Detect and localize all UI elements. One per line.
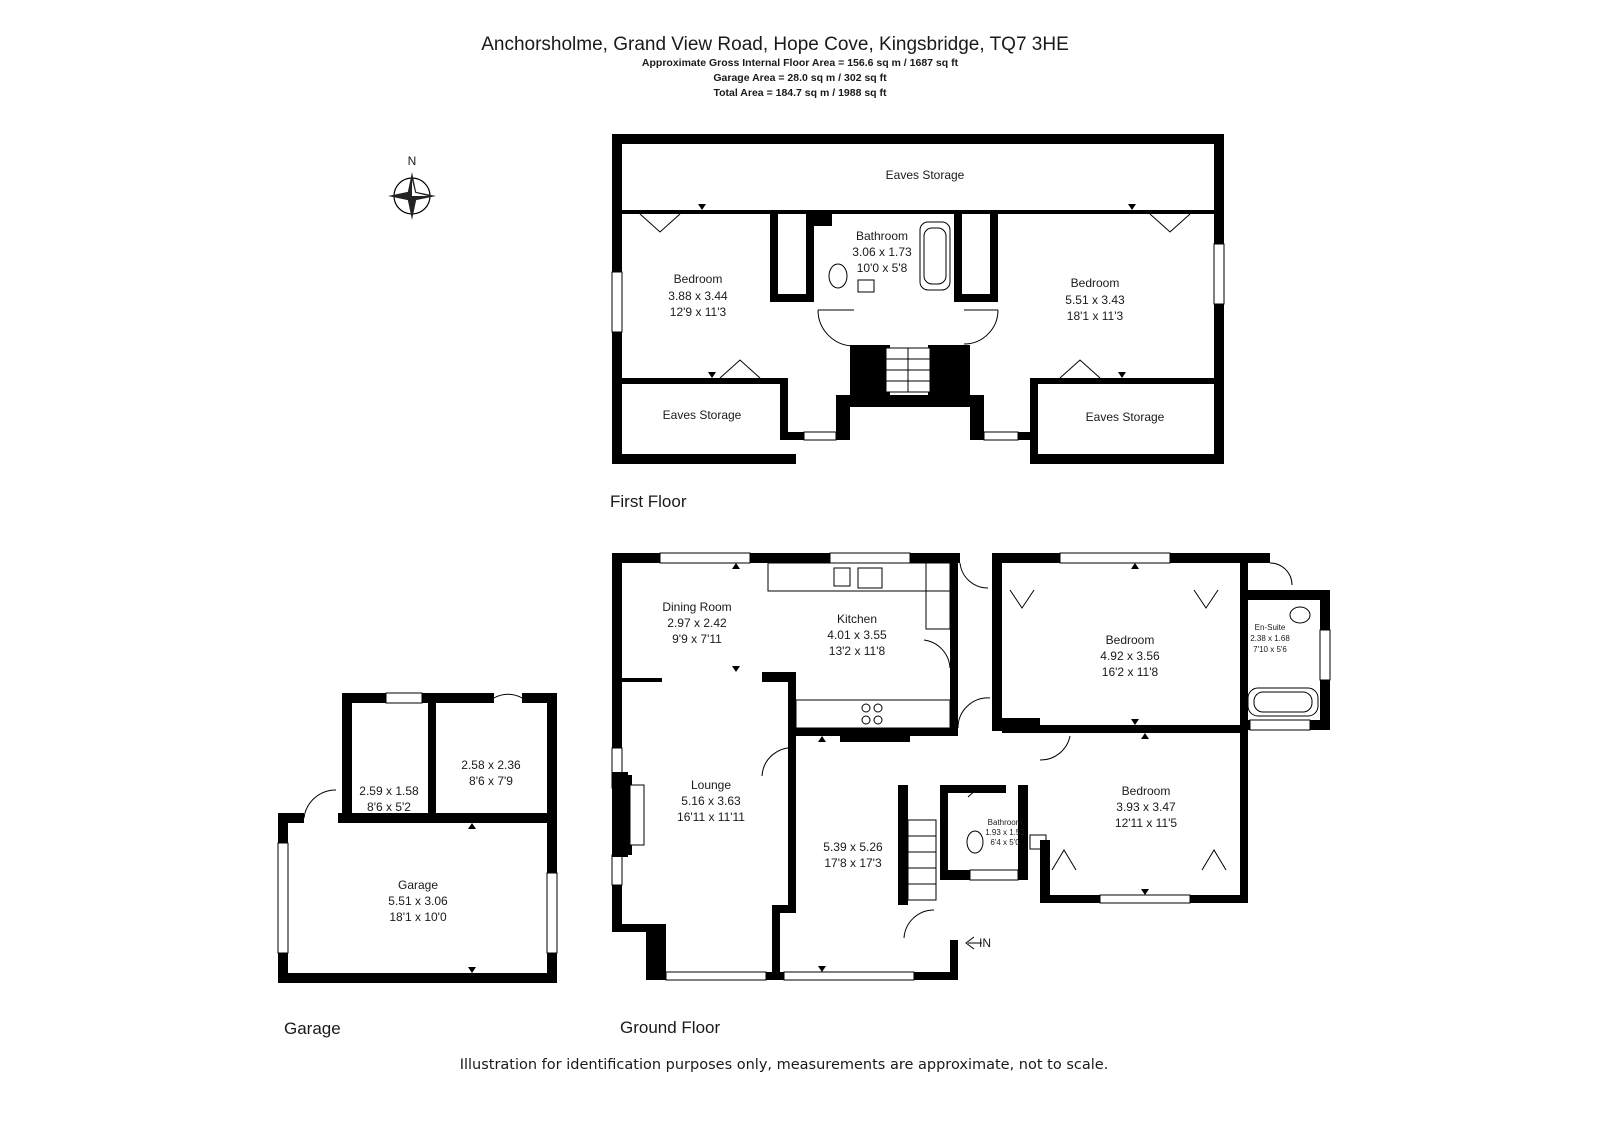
dining-room-metric: 2.97 x 2.42	[667, 616, 727, 630]
first-bedroom-right-metric: 5.51 x 3.43	[1065, 293, 1125, 307]
garage-store-left-imperial: 8'6 x 5'2	[367, 800, 411, 814]
garage-title: Garage	[284, 1019, 341, 1038]
ground-floor-title: Ground Floor	[620, 1018, 720, 1037]
kitchen-metric: 4.01 x 3.55	[827, 628, 887, 642]
first-bedroom-left-name: Bedroom	[674, 272, 723, 286]
first-eaves-top-name: Eaves Storage	[886, 168, 965, 182]
ground-bathroom-metric: 1.93 x 1.52	[985, 828, 1025, 837]
lounge-metric: 5.16 x 3.63	[681, 794, 741, 808]
garage-store-right-metric: 2.58 x 2.36	[461, 758, 521, 772]
hall-imperial: 17'8 x 17'3	[824, 856, 882, 870]
ground-bedroom-lower-metric: 3.93 x 3.47	[1116, 800, 1176, 814]
garage-area: Garage Area = 28.0 sq m / 302 sq ft	[713, 72, 887, 84]
garage-metric: 5.51 x 3.06	[388, 894, 448, 908]
plan-header: Anchorsholme, Grand View Road, Hope Cove…	[0, 34, 1600, 101]
first-eaves-left-name: Eaves Storage	[663, 408, 742, 422]
first-floor-title: First Floor	[610, 492, 687, 511]
first-bedroom-right-name: Bedroom	[1071, 276, 1120, 290]
first-floor-plan: Eaves Storage Bedroom 3.88 x 3.44 12'9 x…	[610, 134, 1225, 511]
first-bedroom-right-imperial: 18'1 x 11'3	[1067, 309, 1124, 323]
garage-store-left-metric: 2.59 x 1.58	[359, 784, 419, 798]
dimension-ticks	[468, 204, 1149, 973]
ground-bathroom-imperial: 6'4 x 5'0	[990, 838, 1020, 847]
ground-bedroom-lower-imperial: 12'11 x 11'5	[1115, 816, 1178, 830]
first-bathroom-imperial: 10'0 x 5'8	[857, 261, 908, 275]
first-bathroom-metric: 3.06 x 1.73	[852, 245, 912, 259]
ground-bedroom-upper-metric: 4.92 x 3.56	[1100, 649, 1160, 663]
ground-bedroom-upper-name: Bedroom	[1106, 633, 1155, 647]
ground-bedroom-upper-imperial: 16'2 x 11'8	[1102, 665, 1159, 679]
ground-bathroom-name: Bathroom	[988, 818, 1023, 827]
total-area: Total Area = 184.7 sq m / 1988 sq ft	[713, 87, 887, 99]
first-eaves-right-name: Eaves Storage	[1086, 410, 1165, 424]
ensuite-name: En-Suite	[1255, 623, 1286, 632]
hall-metric: 5.39 x 5.26	[823, 840, 883, 854]
garage-name: Garage	[398, 878, 438, 892]
ground-bedroom-lower-name: Bedroom	[1122, 784, 1171, 798]
compass-rose-icon: N	[388, 154, 436, 220]
disclaimer-text: Illustration for identification purposes…	[459, 1057, 1109, 1073]
lounge-imperial: 16'11 x 11'11	[677, 810, 745, 824]
first-bedroom-left-imperial: 12'9 x 11'3	[670, 305, 727, 319]
ensuite-metric: 2.38 x 1.68	[1250, 634, 1290, 643]
entrance-label: IN	[979, 936, 991, 950]
garage-imperial: 18'1 x 10'0	[389, 910, 447, 924]
entrance-arrow-icon	[965, 936, 982, 950]
compass-north-label: N	[408, 154, 417, 168]
property-address: Anchorsholme, Grand View Road, Hope Cove…	[481, 34, 1069, 55]
ensuite-imperial: 7'10 x 5'6	[1253, 645, 1287, 654]
kitchen-imperial: 13'2 x 11'8	[829, 644, 886, 658]
first-bedroom-left-metric: 3.88 x 3.44	[668, 289, 728, 303]
kitchen-name: Kitchen	[837, 612, 877, 626]
first-bathroom-name: Bathroom	[856, 229, 908, 243]
internal-area: Approximate Gross Internal Floor Area = …	[641, 57, 959, 69]
lounge-name: Lounge	[691, 778, 731, 792]
garage-store-right-imperial: 8'6 x 7'9	[469, 774, 513, 788]
garage-plan: 2.59 x 1.58 8'6 x 5'2 2.58 x 2.36 8'6 x …	[277, 692, 558, 1038]
dining-room-name: Dining Room	[662, 600, 731, 614]
ground-floor-plan: IN Dining Room 2.97 x 2.42 9'9 x 7'11 Ki…	[611, 552, 1331, 1037]
dining-room-imperial: 9'9 x 7'11	[672, 632, 722, 646]
